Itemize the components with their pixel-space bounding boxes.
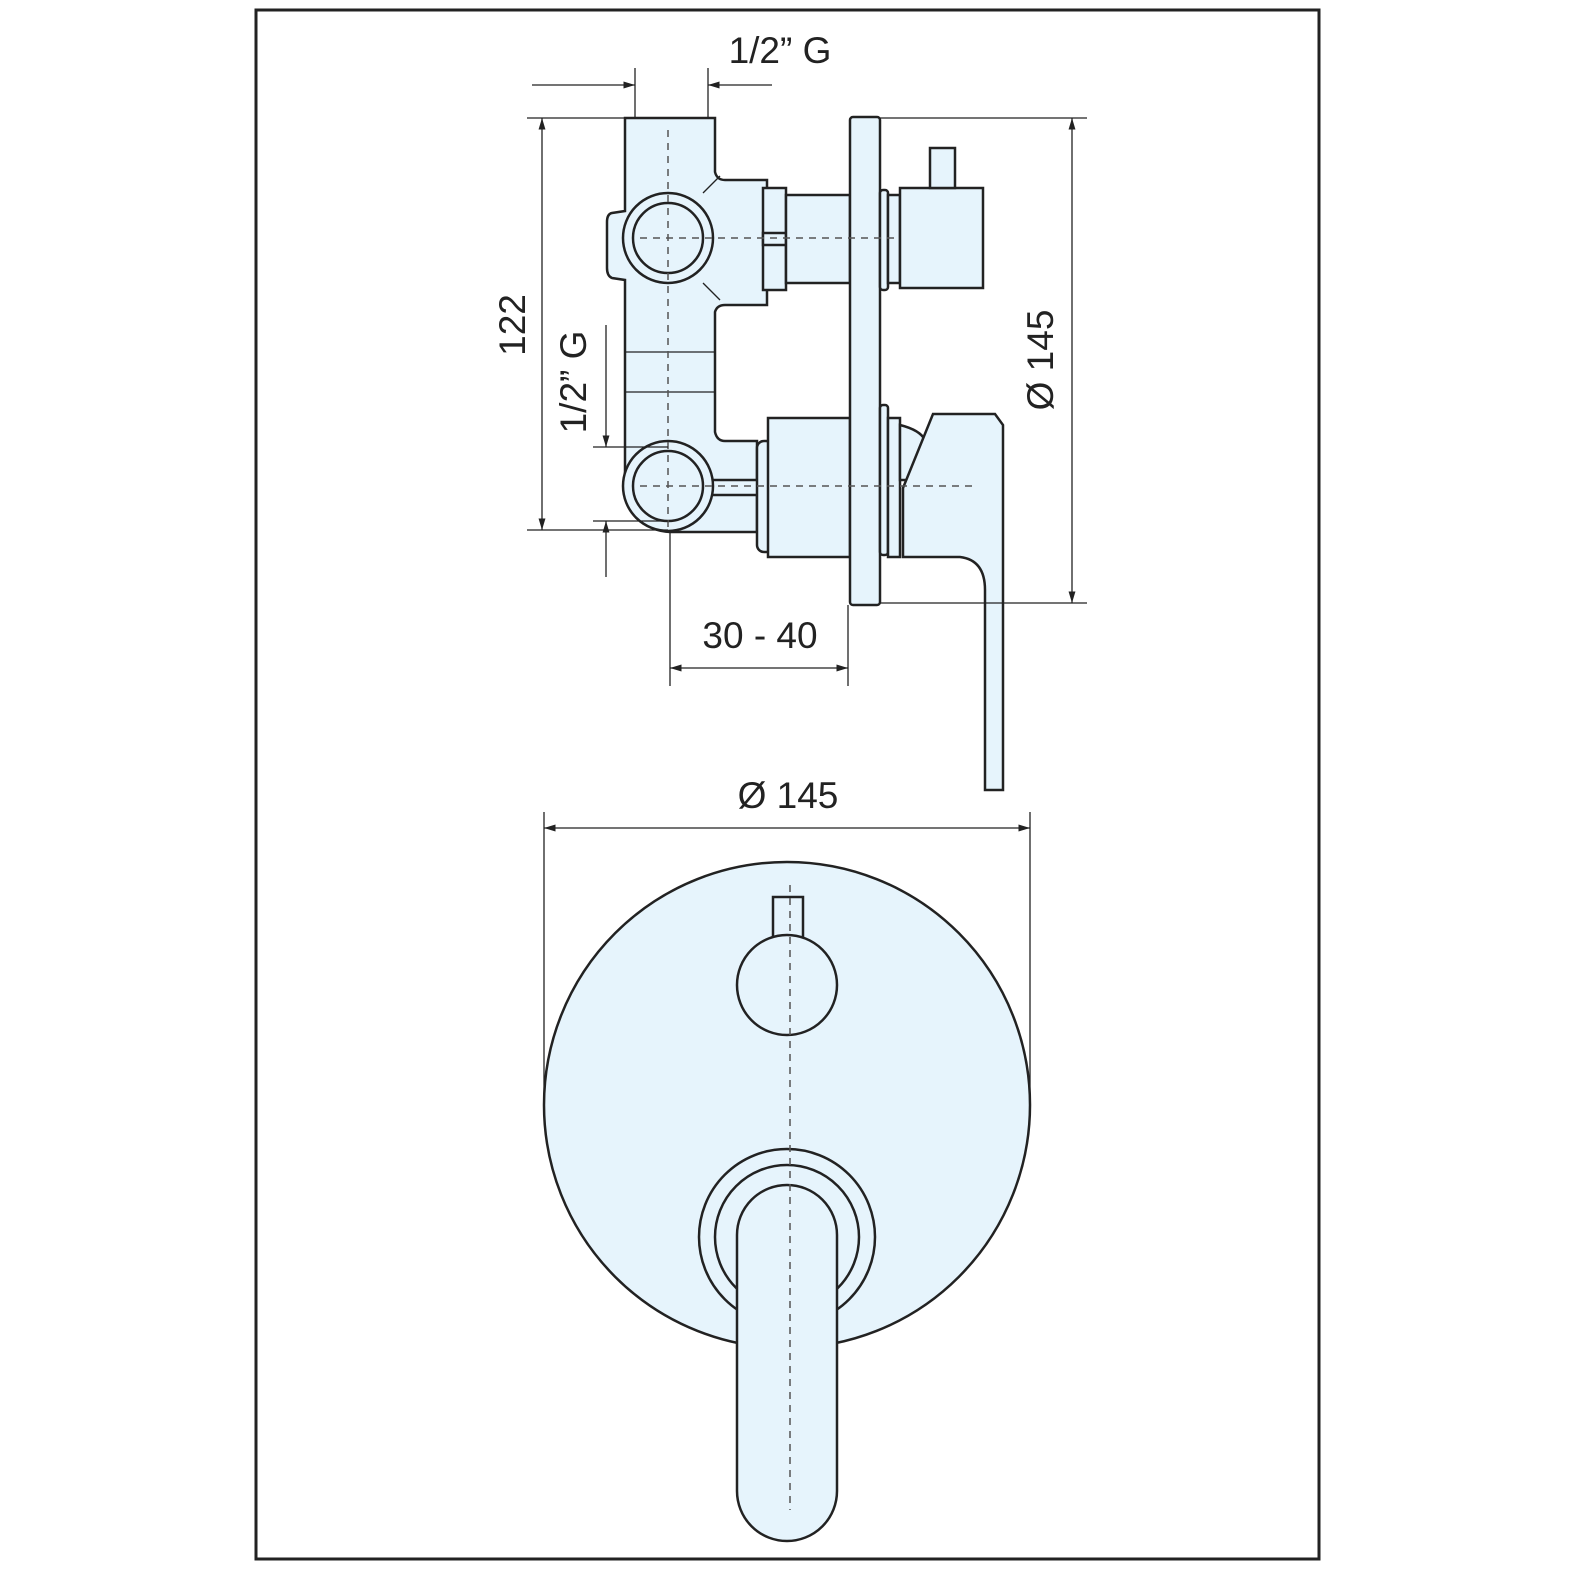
front-view: Ø 145	[542, 775, 1032, 1543]
diverter-knob-front	[735, 933, 839, 1037]
lever-handle-front	[735, 1183, 839, 1543]
diverter-pin-front	[771, 895, 805, 942]
depth-label: 30 - 40	[702, 615, 817, 656]
drawing-frame	[254, 8, 1321, 1561]
diverter-pin	[928, 146, 957, 190]
side-plate-diameter-label: Ø 145	[1020, 310, 1061, 411]
wall-plate	[848, 115, 882, 607]
lever-handle	[901, 412, 1005, 792]
diverter-knob	[898, 186, 985, 290]
height-label: 122	[492, 294, 533, 356]
front-plate-diameter-label: Ø 145	[738, 775, 839, 816]
side-thread-label: 1/2” G	[553, 331, 594, 434]
cartridge-body	[766, 416, 852, 559]
side-view: 1/2” G 122 1/2” G Ø 145 30 - 40	[492, 30, 1087, 792]
top-thread-label: 1/2” G	[729, 30, 832, 71]
